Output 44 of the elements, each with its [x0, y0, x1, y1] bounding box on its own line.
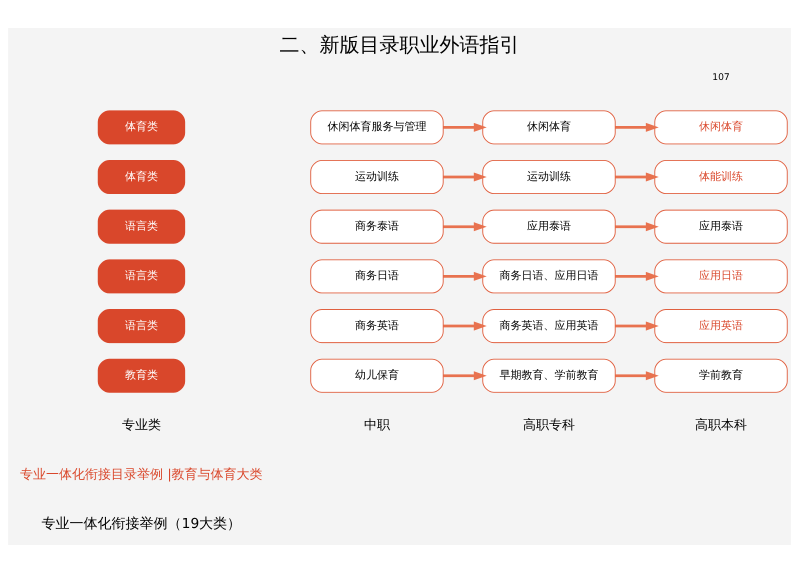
arrow — [615, 222, 659, 231]
node-box: 应用泰语 — [482, 209, 616, 244]
node-box: 商务日语 — [310, 258, 444, 293]
arrow — [443, 222, 487, 231]
node-box: 休闲体育 — [654, 110, 788, 144]
arrow — [615, 172, 659, 182]
node-box: 运动训练 — [482, 160, 616, 194]
arrow — [443, 321, 487, 330]
arrow — [443, 172, 487, 182]
label: 高职专科 — [522, 417, 575, 432]
node-box: 早期教育、学前教育 — [482, 358, 616, 392]
node-box: 休闲体育 — [482, 110, 616, 144]
label: 专业一体化衔接目录举例 |教育与体育大类 — [20, 466, 263, 482]
node-box: 商务日语、应用日语 — [482, 258, 616, 293]
node-box: 学前教育 — [654, 358, 788, 392]
diagram-title: 二、新版目录职业外语指引 — [280, 32, 520, 56]
arrow — [443, 370, 487, 380]
node-box: 体能训练 — [654, 160, 788, 194]
arrow — [443, 122, 487, 132]
node-box: 商务泰语 — [310, 209, 444, 244]
node-box: 休闲体育服务与管理 — [310, 110, 444, 144]
node-box: 应用英语 — [654, 308, 788, 343]
node-box: 体育类 — [98, 110, 186, 144]
node-box: 商务英语 — [310, 308, 444, 343]
node-box: 语言类 — [98, 308, 186, 343]
node-box: 语言类 — [98, 209, 186, 244]
node-box: 运动训练 — [310, 160, 444, 194]
label: 专业类 — [122, 417, 161, 432]
label: 中职 — [364, 417, 390, 432]
arrow — [443, 271, 487, 280]
arrow — [615, 271, 659, 280]
node-box: 教育类 — [98, 358, 186, 392]
label: 专业一体化衔接举例（19大类） — [42, 515, 242, 532]
node-box: 语言类 — [98, 258, 186, 293]
label: 107 — [712, 71, 730, 82]
arrow — [615, 370, 659, 380]
label: 高职本科 — [695, 417, 748, 432]
node-box: 体育类 — [98, 160, 186, 194]
node-box: 商务英语、应用英语 — [482, 308, 616, 343]
node-box: 应用泰语 — [654, 209, 788, 244]
node-box: 应用日语 — [654, 258, 788, 293]
arrow — [615, 122, 659, 132]
node-box: 幼儿保育 — [310, 358, 444, 392]
arrow — [615, 321, 659, 330]
